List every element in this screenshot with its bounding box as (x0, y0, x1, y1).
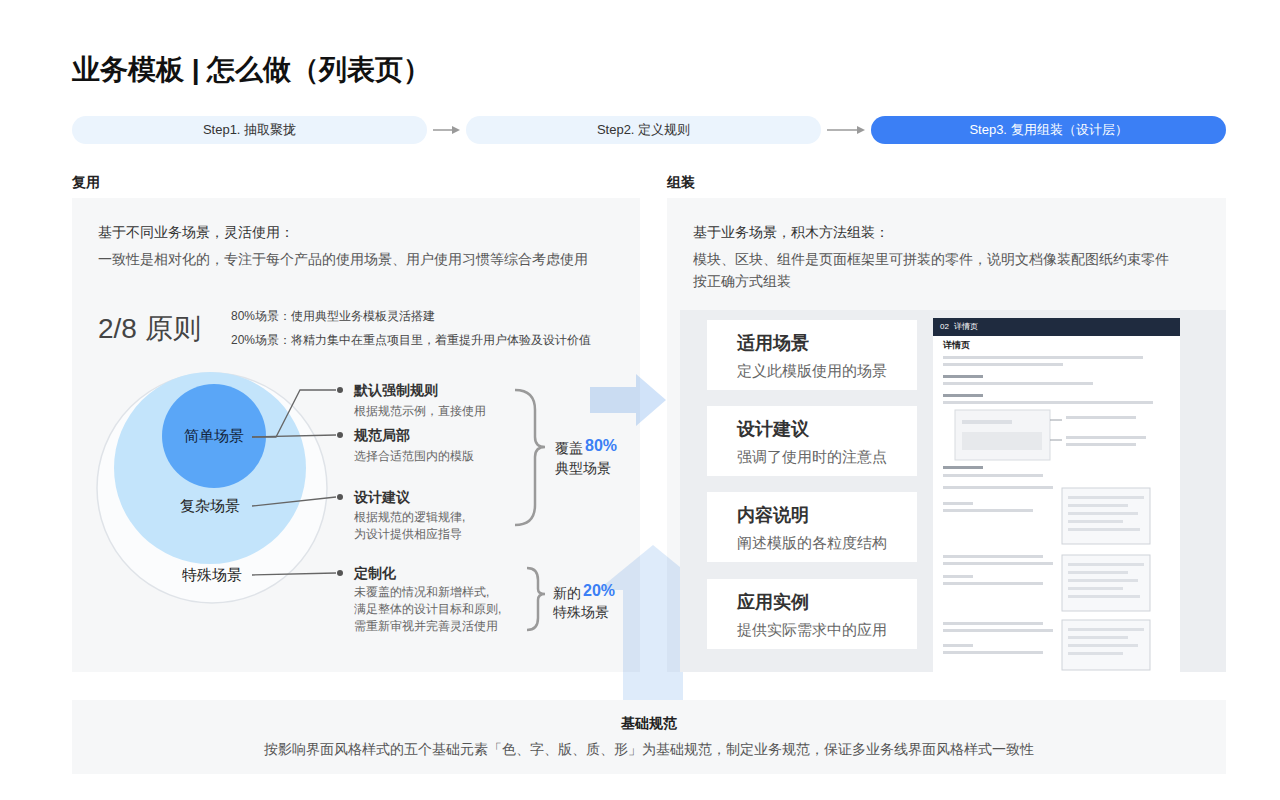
document-mockup (933, 318, 1180, 672)
doc-screenshots (1062, 488, 1150, 670)
doc-text-lines (943, 356, 1153, 654)
node-heading: 特殊场景 (96, 565, 328, 585)
label-text: 特殊场景 (553, 602, 609, 622)
arrowhead (452, 126, 460, 134)
node-heading: 基础规范 (72, 713, 1226, 733)
step-pill: Step2. 定义规则 (466, 116, 821, 144)
node-body: 模块、区块、组件是页面框架里可拼装的零件，说明文档像装配图纸约束零件按正确方式组… (693, 248, 1177, 292)
label-text: 根据规范示例，直接使用 (354, 401, 486, 421)
principle-title: 2/8 原则 (98, 312, 201, 346)
node-heading: 简单场景 (161, 426, 267, 446)
circle-outline (162, 384, 266, 488)
info-card: 应用实例提供实际需求中的应用 (707, 579, 917, 649)
node-body: 强调了使用时的注意点 (737, 447, 887, 467)
node-body: 按影响界面风格样式的五个基础元素「色、字、版、质、形」为基础规范，制定业务规范，… (72, 739, 1226, 759)
node-body: 基于不同业务场景，灵活使用： (98, 222, 294, 242)
node-heading: 设计建议 (737, 417, 809, 441)
connector-line (827, 129, 859, 131)
label-text: 选择合适范围内的模版 (354, 446, 474, 466)
doc-header (933, 318, 1180, 336)
node-body: 一致性是相对化的，专注于每个产品的使用场景、用户使用习惯等综合考虑使用 (98, 248, 618, 270)
node-heading: 应用实例 (737, 590, 809, 614)
rule-title: 规范局部 (354, 425, 410, 445)
complex-circle: 复杂场景 简单场景 (113, 371, 307, 565)
doc-title: 详情页 (943, 339, 970, 351)
node-heading: 复杂场景 (113, 496, 307, 516)
foundation-band: 基础规范按影响界面风格样式的五个基础元素「色、字、版、质、形」为基础规范，制定业… (72, 700, 1226, 774)
label-text: 根据规范的逻辑规律, 为设计提供相应指导 (354, 509, 476, 543)
leader-lines (252, 390, 336, 575)
assemble-panel: 组装基于业务场景，积木方法组装：模块、区块、组件是页面框架里可拼装的零件，说明文… (667, 198, 1226, 672)
label-text: 未覆盖的情况和新增样式, 满足整体的设计目标和原则, 需重新审视并完善灵活使用 (354, 584, 504, 635)
bracket (515, 390, 545, 525)
label-text: 覆盖 (555, 438, 583, 458)
leader-dot (337, 570, 343, 576)
connector (827, 126, 865, 134)
leader-line (252, 390, 336, 437)
node-heading: 复用 (72, 172, 100, 192)
doc-figure (955, 410, 1050, 460)
bracket (527, 568, 545, 630)
circle-outline (97, 373, 327, 603)
arrowhead (857, 126, 865, 134)
leader-dot (337, 432, 343, 438)
step-pill-active: Step3. 复用组装（设计层） (871, 116, 1226, 144)
node-body: 定义此模版使用的场景 (737, 361, 887, 381)
leader-line (252, 573, 336, 575)
special-circle: 特殊场景 复杂场景 简单场景 (96, 372, 328, 604)
label-text: 80%场景：使用典型业务模板灵活搭建 (231, 306, 435, 326)
simple-circle: 简单场景 (161, 383, 267, 489)
node-body: 阐述模版的各粒度结构 (737, 533, 887, 553)
leader-dot (337, 494, 343, 500)
label-text: 20%场景：将精力集中在重点项目里，着重提升用户体验及设计价值 (231, 330, 591, 350)
node-heading: Step2. 定义规则 (466, 120, 821, 140)
leader-line (252, 497, 336, 506)
leader-line (252, 435, 336, 437)
info-card: 内容说明阐述模版的各粒度结构 (707, 492, 917, 562)
leader-dots (337, 387, 343, 576)
node-heading: 内容说明 (737, 503, 809, 527)
node-heading: Step3. 复用组装（设计层） (871, 120, 1226, 140)
page-title: 业务模板 | 怎么做（列表页） (72, 52, 431, 88)
node-heading: Step1. 抽取聚拢 (72, 120, 427, 140)
step-pill: Step1. 抽取聚拢 (72, 116, 427, 144)
percent-value: 80% (585, 436, 617, 456)
connector (433, 126, 460, 134)
label-text: 新的 (553, 583, 581, 603)
doc-number: 02 (940, 321, 949, 333)
percent-value: 20% (583, 581, 615, 601)
connector-line (433, 129, 454, 131)
node-body: 基于业务场景，积木方法组装： (693, 222, 889, 242)
node-body: 提供实际需求中的应用 (737, 620, 887, 640)
doc-page (933, 318, 1180, 672)
leader-dot (337, 387, 343, 393)
info-card: 适用场景定义此模版使用的场景 (707, 320, 917, 390)
info-card: 设计建议强调了使用时的注意点 (707, 406, 917, 476)
doc-header-title: 详情页 (954, 321, 978, 333)
node-heading: 组装 (667, 172, 695, 192)
label-text: 典型场景 (555, 458, 611, 478)
circle-outline (114, 372, 306, 564)
rule-title: 定制化 (354, 563, 396, 583)
node-heading: 适用场景 (737, 331, 809, 355)
rule-title: 设计建议 (354, 487, 410, 507)
rule-title: 默认强制规则 (354, 380, 438, 400)
